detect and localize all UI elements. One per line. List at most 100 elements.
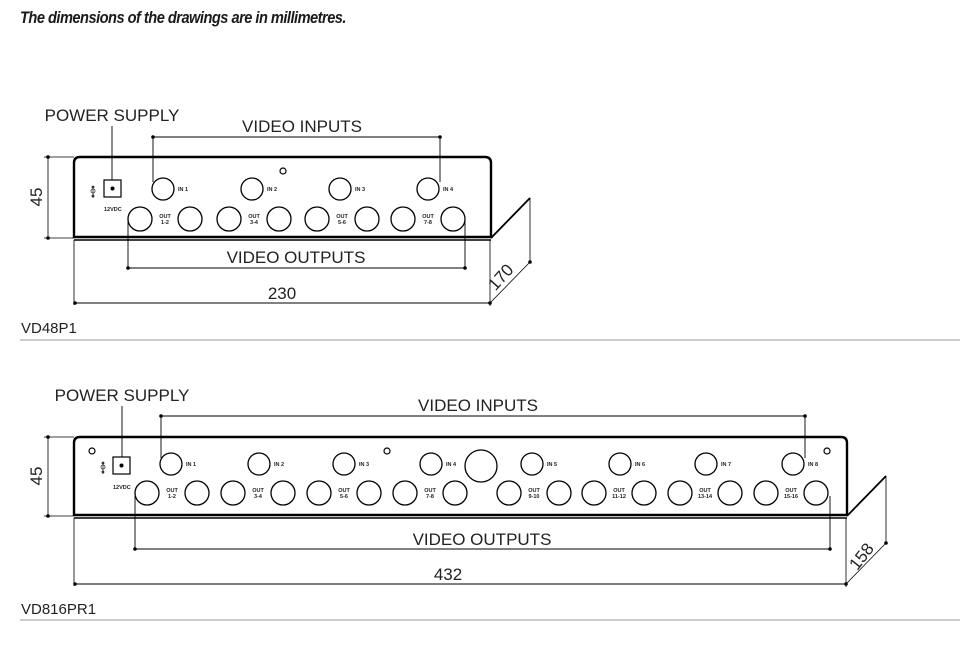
depth-dimension-label: 158 [845,540,877,574]
input-label: IN 6 [635,462,645,468]
input-label: IN 7 [721,462,731,468]
bnc-connector [419,452,443,476]
video-input-connector: IN 5 [520,452,557,476]
output-label: OUT [699,488,711,494]
bnc-connector [177,206,203,232]
bnc-connector [581,480,607,506]
dim-dot [46,155,50,159]
bnc-connector [392,480,418,506]
output-range: 7-8 [424,220,432,226]
bnc-connector [356,480,382,506]
bnc-connector [608,452,632,476]
video-input-connector: IN 2 [240,177,277,201]
video-outputs-group: OUT1-2OUT3-4OUT5-6OUT7-8OUT9-10OUT11-12O… [134,480,829,506]
dim-dot [828,547,832,551]
mounting-hole-right [823,447,831,455]
dim-dot [488,301,492,305]
output-range: 11-12 [612,494,626,500]
bnc-connector [332,452,356,476]
dim-dot [46,236,50,240]
bnc-connector [442,480,468,506]
video-input-connector: IN 1 [151,177,188,201]
dimensions-note: The dimensions of the drawings are in mi… [20,8,346,27]
dim-dot [463,266,467,270]
dim-dot [844,582,848,586]
front-panel-outline [72,435,849,517]
dim-dot [46,514,50,518]
depth-dim-line [845,542,887,585]
dim-dot [126,266,130,270]
bnc-connector [240,177,264,201]
bnc-connector [717,480,743,506]
output-label: OUT [338,488,350,494]
drawing-vd816pr1: 158 45 432 POWER SUPPLY 12VDC VIDEO INPU… [20,386,960,621]
output-label: OUT [785,488,797,494]
video-inputs-label: VIDEO INPUTS [242,117,362,136]
input-label: IN 2 [267,187,277,193]
width-dimension-label: 230 [268,284,296,303]
bnc-connector [354,206,380,232]
input-label: IN 5 [547,462,557,468]
output-range: 15-16 [784,494,798,500]
model-name: VD816PR1 [21,601,96,618]
dim-dot [73,301,77,305]
depth-edge-top [846,475,887,517]
indicator-led [279,167,287,175]
depth-edge-top [490,197,531,239]
bnc-connector [546,480,572,506]
output-label: OUT [159,214,171,220]
bnc-connector [781,452,805,476]
drawing-vd48p1: 170 45 230 POWER SUPPLY 12VDC VIDEO INPU… [20,106,960,341]
bnc-connector [694,452,718,476]
output-range: 3-4 [254,494,263,500]
bnc-connector [159,452,183,476]
bnc-connector [304,206,330,232]
video-inputs-label: VIDEO INPUTS [418,396,538,415]
video-input-connector: IN 4 [416,177,454,201]
output-label: OUT [613,488,625,494]
dim-dot [73,582,77,586]
front-panel-outline [72,155,493,239]
output-label: OUT [248,214,260,220]
bnc-connector [667,480,693,506]
output-label: OUT [252,488,264,494]
power-pin [110,186,115,191]
polarity-icon [100,461,106,474]
bnc-connector [631,480,657,506]
power-connector-label: 12VDC [113,485,131,491]
depth-dim-line [489,261,531,304]
bnc-connector [496,480,522,506]
output-range: 7-8 [426,494,434,500]
bnc-connector [266,206,292,232]
video-input-connector: IN 1 [159,452,196,476]
video-input-connector: IN 4 [419,452,457,476]
depth-dimension-label: 170 [484,260,517,294]
video-outputs-label: VIDEO OUTPUTS [227,248,366,267]
bnc-connector [151,177,175,201]
output-label: OUT [424,488,436,494]
output-label: OUT [528,488,540,494]
output-range: 1-2 [161,220,169,226]
width-dimension-label: 432 [434,565,462,584]
large-connector [464,449,498,483]
video-input-connector: IN 3 [328,177,365,201]
bnc-connector [134,480,160,506]
height-dimension-label: 45 [27,467,46,486]
video-outputs-label: VIDEO OUTPUTS [413,530,552,549]
bnc-connector [390,206,416,232]
video-input-connector: IN 3 [332,452,369,476]
polarity-icon [90,185,96,198]
output-range: 5-6 [340,494,348,500]
output-range: 3-4 [250,220,259,226]
